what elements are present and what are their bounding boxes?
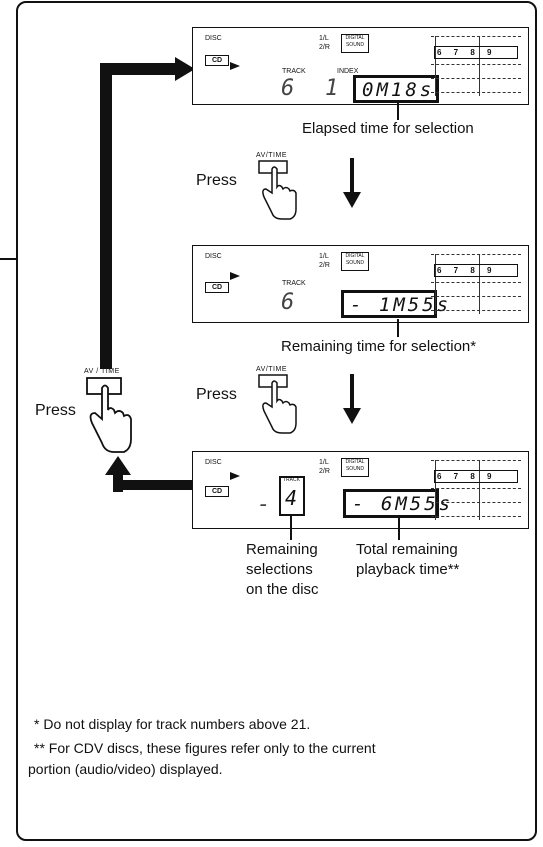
track-number: 6 xyxy=(281,76,297,101)
down-arrow-icon xyxy=(343,192,361,208)
av-time-button-left[interactable]: AV / TIME xyxy=(84,368,132,457)
music-calendar: 6 7 8 9 xyxy=(431,36,521,96)
finger-press-icon xyxy=(258,374,297,434)
music-calendar: 6 7 8 9 xyxy=(431,460,521,520)
track-number: 6 xyxy=(281,290,297,315)
display-panel-remaining: DISC CD TRACK 1/L 2/R DIGITAL SOUND 6 - … xyxy=(192,245,529,323)
channel-label: 1/L 2/R xyxy=(319,35,330,51)
track-label: TRACK xyxy=(282,68,306,75)
av-time-button-label: AV/TIME xyxy=(256,152,287,159)
elapsed-time-readout: 0M18s xyxy=(353,75,439,103)
arrow-head-up-icon xyxy=(105,456,131,475)
finger-press-icon xyxy=(258,160,297,220)
display-panel-total: DISC CD 1/L 2/R DIGITAL SOUND - TRACK 4 … xyxy=(192,451,529,529)
cd-indicator: CD xyxy=(205,282,229,293)
disc-label: DISC xyxy=(205,253,222,260)
track-label: TRACK xyxy=(283,477,300,483)
play-icon xyxy=(230,272,240,280)
manual-frame xyxy=(16,1,537,841)
page-edge-line xyxy=(0,258,16,260)
caption-total-remaining: Total remaining playback time** xyxy=(356,541,460,578)
leader-line xyxy=(397,103,399,120)
calendar-numbers: 6 7 8 9 xyxy=(434,46,518,59)
leader-line xyxy=(398,517,400,540)
calendar-numbers: 6 7 8 9 xyxy=(434,264,518,277)
av-time-button[interactable]: AV/TIME xyxy=(256,152,304,223)
calendar-numbers: 6 7 8 9 xyxy=(434,470,518,483)
footnote-2: ** For CDV discs, these figures refer on… xyxy=(34,740,376,756)
remaining-selections-number: 4 xyxy=(285,486,298,510)
caption-elapsed: Elapsed time for selection xyxy=(302,120,474,137)
footnote-3: portion (audio/video) displayed. xyxy=(28,761,223,777)
leader-line xyxy=(290,516,292,540)
leader-line xyxy=(397,319,399,337)
digital-sound-badge: DIGITAL SOUND xyxy=(341,458,369,477)
total-remaining-time-readout: - 6M55s xyxy=(343,489,450,518)
track-label: TRACK xyxy=(282,280,306,287)
down-arrow-shaft xyxy=(350,374,354,408)
cd-indicator: CD xyxy=(205,55,229,66)
press-label-left: Press xyxy=(35,402,76,419)
remaining-selections-box: TRACK 4 xyxy=(279,476,305,516)
arrow-head-right-icon xyxy=(175,57,195,81)
play-icon xyxy=(230,62,240,70)
minus-sign: - xyxy=(257,492,273,517)
digital-sound-badge: DIGITAL SOUND xyxy=(341,34,369,53)
press-label: Press xyxy=(196,172,237,189)
press-label: Press xyxy=(196,386,237,403)
av-time-button[interactable]: AV/TIME xyxy=(256,366,304,437)
remaining-time-readout: - 1M55s xyxy=(341,290,448,318)
disc-label: DISC xyxy=(205,459,222,466)
channel-label: 1/L 2/R xyxy=(319,459,330,475)
caption-remaining: Remaining time for selection* xyxy=(281,338,477,355)
loop-arrow-top xyxy=(100,63,180,75)
display-panel-elapsed: DISC CD TRACK INDEX 1/L 2/R DIGITAL SOUN… xyxy=(192,27,529,105)
finger-press-icon xyxy=(86,377,132,453)
loop-arrow-vertical xyxy=(100,63,112,369)
caption-remaining-selections: Remaining selections on the disc xyxy=(246,541,319,598)
index-label: INDEX xyxy=(337,68,359,75)
index-number: 1 xyxy=(325,76,341,101)
av-time-button-label: AV / TIME xyxy=(84,368,120,375)
channel-label: 1/L 2/R xyxy=(319,253,330,269)
av-time-button-label: AV/TIME xyxy=(256,366,287,373)
loop-arrow-return xyxy=(113,480,192,490)
play-icon xyxy=(230,472,240,480)
disc-label: DISC xyxy=(205,35,222,42)
down-arrow-shaft xyxy=(350,158,354,192)
cd-indicator: CD xyxy=(205,486,229,497)
down-arrow-icon xyxy=(343,408,361,424)
digital-sound-badge: DIGITAL SOUND xyxy=(341,252,369,271)
footnote-1: * Do not display for track numbers above… xyxy=(34,716,311,732)
music-calendar: 6 7 8 9 xyxy=(431,254,521,314)
